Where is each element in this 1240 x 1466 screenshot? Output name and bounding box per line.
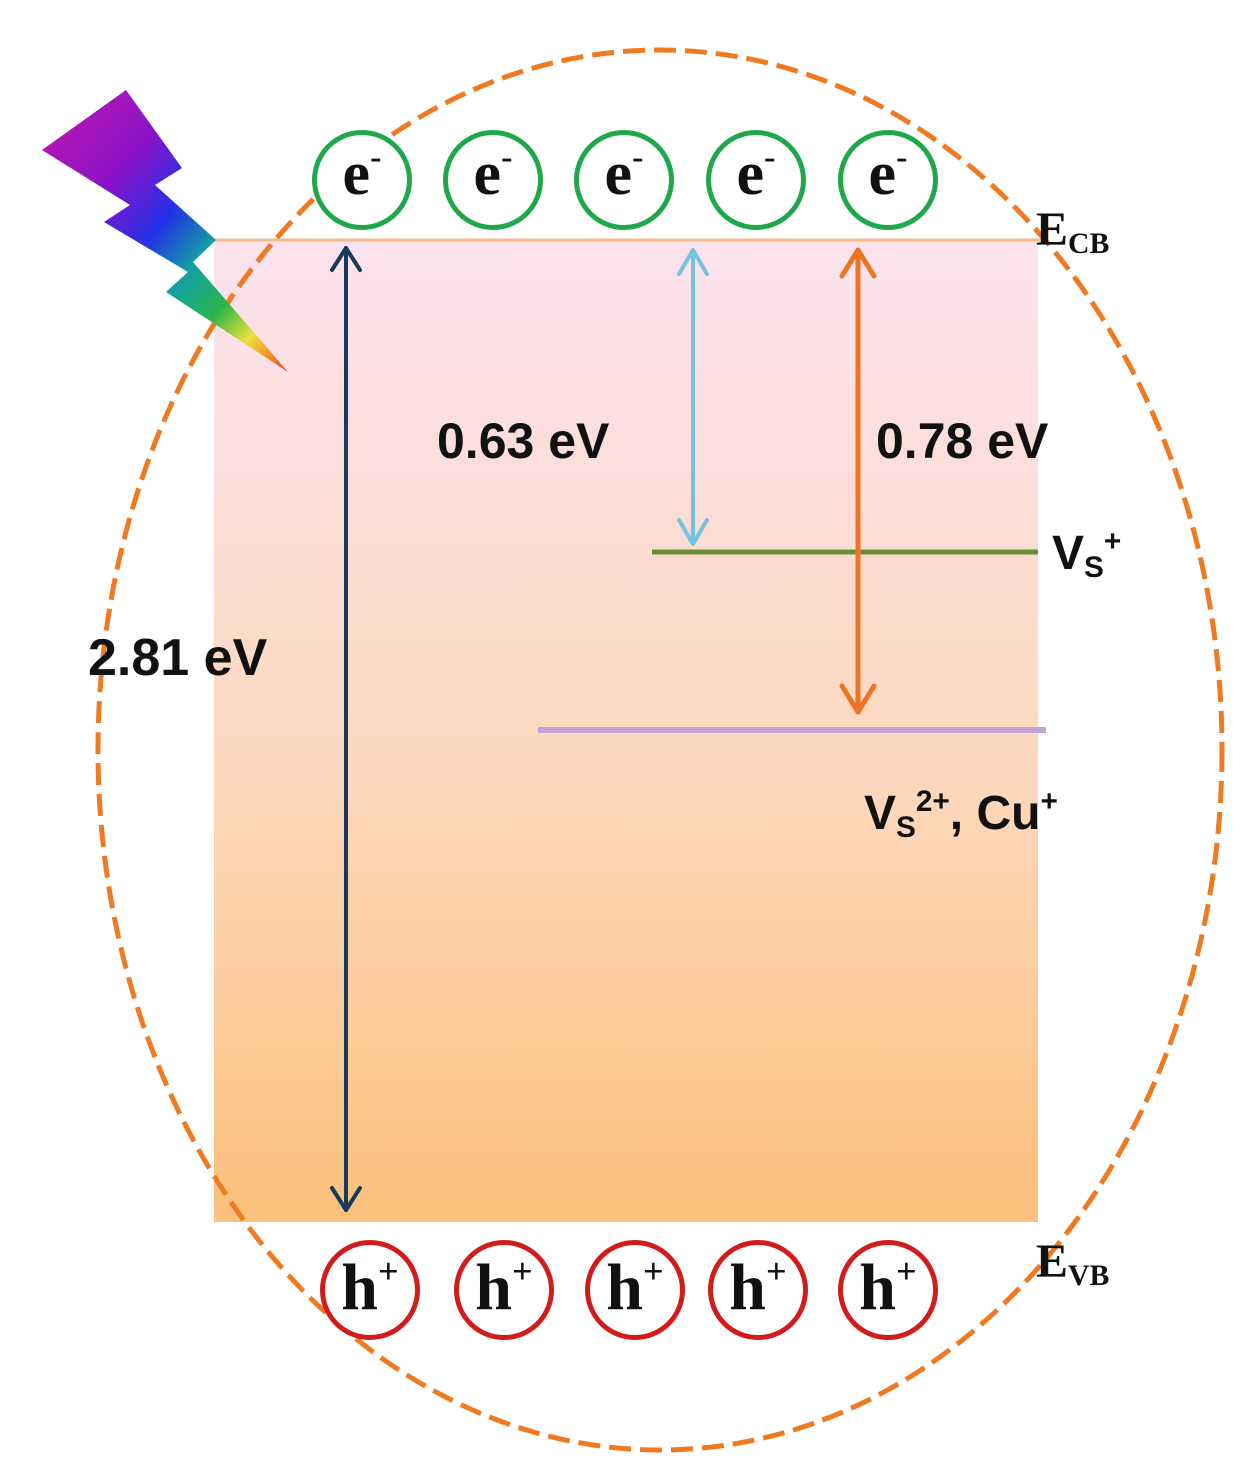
lightning-bolt-icon xyxy=(42,90,288,372)
hole-particle: h+ xyxy=(585,1240,685,1340)
cb-to-vs2-cu-label: 0.78 eV xyxy=(876,413,1049,469)
vs-plus-level-label: VS+ xyxy=(1052,525,1122,584)
electron-particle: e- xyxy=(312,130,412,230)
cb-to-vs2-cu-arrow xyxy=(839,247,877,715)
hole-particle: h+ xyxy=(708,1240,808,1340)
hole-particle: h+ xyxy=(838,1240,938,1340)
band-gap-label: 2.81 eV xyxy=(88,629,268,687)
band-gap-arrow xyxy=(330,246,362,1212)
electron-particle: e- xyxy=(838,130,938,230)
cb-to-vs-plus-label: 0.63 eV xyxy=(437,413,610,469)
electron-particle: e- xyxy=(443,130,543,230)
conduction-band-label: ECB xyxy=(1036,203,1110,260)
cb-to-vs-plus-arrow xyxy=(677,248,709,546)
particle-outline xyxy=(95,47,1225,1453)
valence-band-label: EVB xyxy=(1036,1235,1110,1292)
hole-particle: h+ xyxy=(320,1240,420,1340)
hole-particle: h+ xyxy=(454,1240,554,1340)
vs2-cu-level-label: VS2+, Cu+ xyxy=(864,785,1058,844)
electron-particle: e- xyxy=(574,130,674,230)
electron-particle: e- xyxy=(706,130,806,230)
